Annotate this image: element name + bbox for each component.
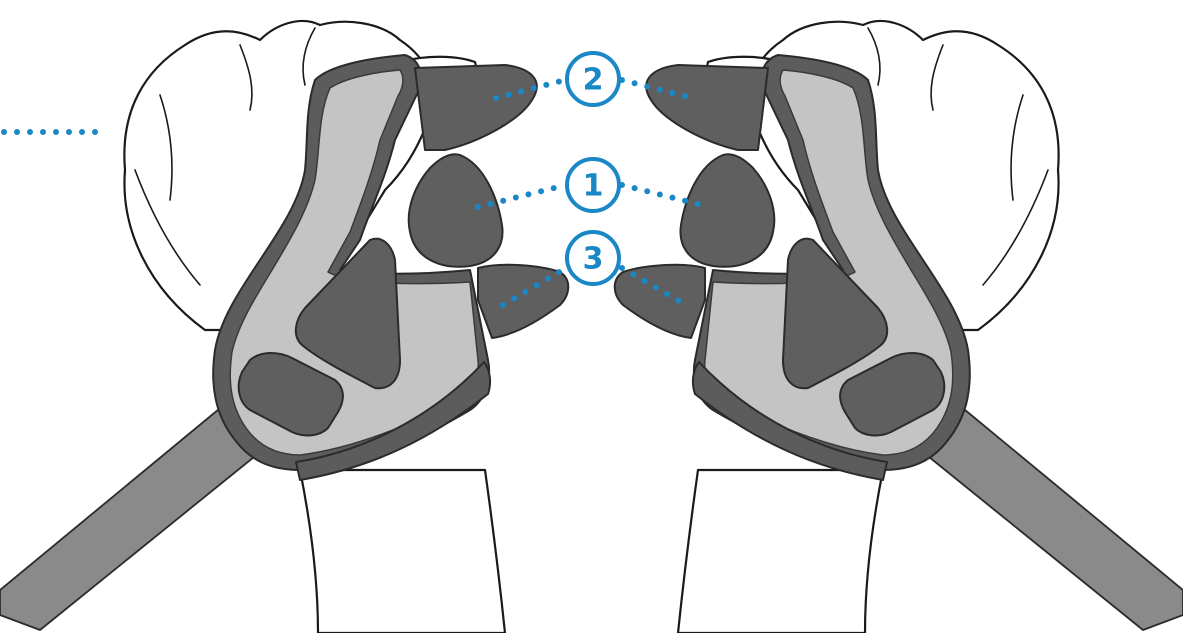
left-forearm (300, 470, 505, 633)
left-tab-2 (415, 65, 537, 150)
right-tab-2 (646, 65, 768, 150)
right-forearm (678, 470, 883, 633)
left-tab-1 (409, 154, 503, 267)
callout-label-2: 2 (583, 63, 604, 98)
callout-badge-3: 3 (567, 232, 619, 284)
left-hand-illustration (0, 21, 568, 633)
callout-badge-2: 2 (567, 53, 619, 105)
callout-badge-1: 1 (567, 159, 619, 211)
right-tab-3 (615, 265, 705, 338)
right-hand-illustration (615, 21, 1183, 633)
callout-label-3: 3 (583, 242, 604, 277)
right-tab-1 (680, 154, 774, 267)
callout-label-1: 1 (583, 169, 604, 204)
left-tab-3 (478, 265, 568, 338)
